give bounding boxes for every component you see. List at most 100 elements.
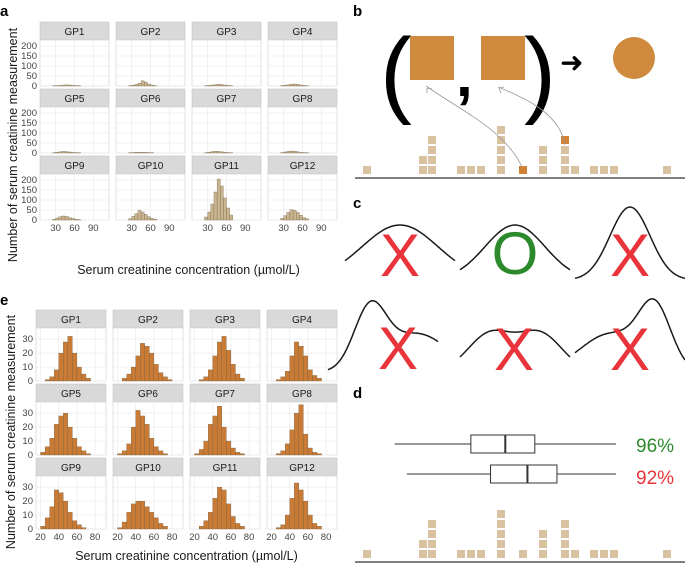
histogram-bar — [162, 453, 168, 456]
histogram-bar — [289, 429, 295, 456]
histogram-bar — [71, 152, 75, 154]
histogram-bar — [275, 527, 281, 530]
facet-label: GP8 — [292, 389, 312, 400]
data-square — [428, 530, 436, 538]
histogram-bar — [216, 151, 221, 154]
histogram-bar — [71, 218, 75, 221]
x-tick-label: 90 — [316, 223, 327, 234]
histogram-bar — [221, 426, 227, 456]
boxplot-1 — [394, 434, 616, 454]
histogram-bar — [294, 413, 299, 456]
histogram-bar — [74, 219, 78, 221]
comma: , — [456, 42, 473, 109]
histogram-bar — [76, 366, 82, 382]
orange-square-left — [410, 36, 454, 80]
boxplot-group — [394, 434, 616, 484]
facet-gp4: GP4 — [266, 309, 338, 382]
orange-circle — [613, 37, 655, 79]
histogram-bar — [194, 453, 200, 456]
facet-gp6: GP6 — [115, 88, 186, 154]
facet-label: GP3 — [215, 315, 235, 326]
y-tick-label: 20 — [22, 496, 33, 507]
data-square — [571, 550, 579, 558]
data-square — [600, 550, 608, 558]
data-square — [419, 540, 427, 548]
data-square — [497, 136, 505, 144]
facet-gp3: GP3 — [191, 21, 262, 87]
histogram-bar — [40, 452, 46, 456]
x-tick-label: 60 — [221, 223, 232, 234]
histogram-bar — [135, 410, 141, 456]
y-tick-label: 0 — [32, 81, 37, 92]
histogram-bar — [239, 378, 245, 382]
histogram-bar — [67, 512, 73, 530]
histogram-bar — [220, 185, 224, 221]
histogram-bar — [203, 376, 209, 382]
y-axis-title: Number of serum creatinine measurement — [6, 27, 20, 262]
histogram-bar — [210, 203, 215, 221]
facet-label: GP9 — [64, 161, 84, 172]
histogram-bar — [312, 375, 318, 382]
data-square — [519, 166, 527, 174]
histogram-bar — [135, 500, 141, 530]
histogram-bar — [131, 426, 136, 456]
x-tick-label: 90 — [240, 223, 251, 234]
data-square — [457, 166, 465, 174]
dot-strip-b — [363, 126, 671, 174]
histogram-bar — [217, 341, 222, 382]
histogram-bar — [204, 216, 208, 221]
box — [490, 464, 558, 484]
arrow-head-right — [498, 86, 505, 94]
facet-label: GP11 — [214, 161, 239, 172]
fail-mark-x: X — [610, 222, 650, 289]
data-square — [497, 126, 505, 134]
bell-curve-3: X — [574, 206, 685, 289]
fail-mark-x: X — [378, 315, 418, 382]
data-square — [561, 166, 569, 174]
histogram-bar — [216, 84, 221, 87]
histogram-bar — [58, 415, 64, 456]
histogram-bar — [217, 487, 222, 530]
x-tick-label: 40 — [53, 532, 64, 543]
data-square — [539, 146, 547, 154]
histogram-bar — [135, 355, 141, 382]
y-tick-label: 10 — [22, 362, 33, 373]
x-tick-label: 60 — [303, 532, 314, 543]
histogram-bar — [221, 336, 227, 382]
histogram-bar — [316, 453, 322, 456]
histogram-bar — [220, 84, 224, 87]
histogram-bar — [137, 83, 142, 87]
panel-label-b: b — [353, 3, 362, 20]
histogram-bar — [137, 152, 142, 154]
facet-gp8: GP8 — [266, 383, 338, 456]
x-tick-label: 80 — [90, 532, 101, 543]
data-square — [428, 166, 436, 174]
histogram-bar — [303, 433, 309, 456]
y-tick-label: 100 — [21, 61, 37, 72]
y-tick-label: 0 — [28, 450, 33, 461]
pass-mark-o: O — [492, 220, 539, 287]
histogram-bar — [144, 152, 148, 154]
histogram-bar — [121, 521, 127, 530]
x-tick-label: 90 — [88, 223, 99, 234]
histogram-bar — [126, 512, 132, 530]
data-square — [363, 550, 371, 558]
histogram-bar — [239, 453, 245, 456]
curve-line — [574, 298, 685, 361]
histogram-bar — [230, 516, 236, 530]
dot-strip-d — [363, 510, 671, 558]
data-square — [497, 540, 505, 548]
x-tick-label: 60 — [69, 223, 80, 234]
bell-curve-6: X — [574, 298, 685, 383]
facet-label: GP12 — [290, 161, 316, 172]
histogram-bar — [198, 379, 204, 382]
histogram-bar — [140, 211, 145, 221]
data-square — [419, 166, 427, 174]
y-tick-label: 50 — [26, 138, 37, 149]
data-square — [428, 540, 436, 548]
facet-label: GP4 — [292, 27, 312, 38]
data-square — [497, 156, 505, 164]
